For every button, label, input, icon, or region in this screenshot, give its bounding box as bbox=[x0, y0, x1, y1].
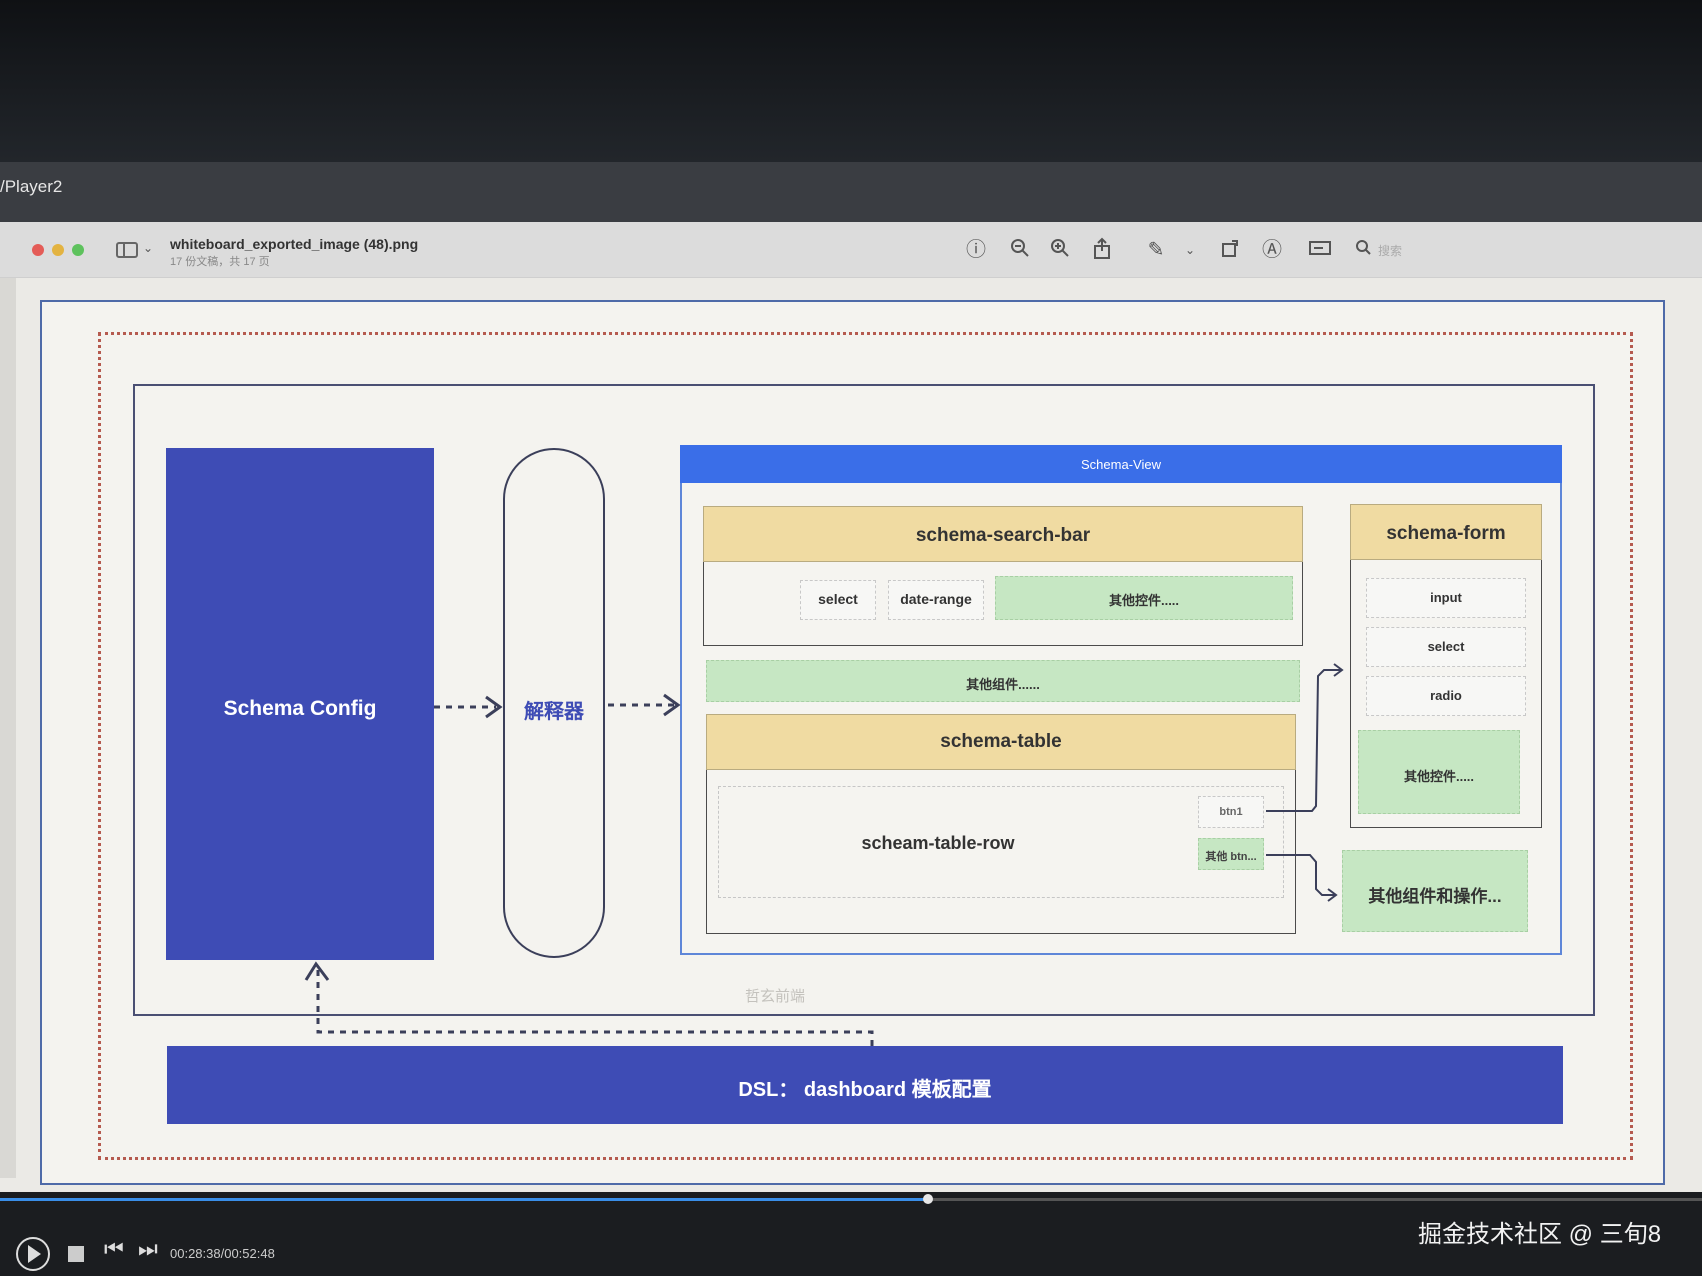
left-sidebar bbox=[0, 278, 16, 1178]
search-chip-select-label: select bbox=[818, 591, 858, 607]
search-bar-header bbox=[703, 506, 1303, 562]
chevron-down-icon[interactable]: ⌄ bbox=[143, 241, 154, 255]
player-window-title: /Player2 bbox=[0, 177, 63, 196]
other-components-label: 其他组件...... bbox=[966, 677, 1040, 692]
schema-view-header bbox=[680, 445, 1562, 483]
table-row-label: scheam-table-row bbox=[861, 833, 1015, 853]
file-subtitle: 17 份文稿，共 17 页 bbox=[170, 256, 270, 268]
player-controls-bar bbox=[0, 1192, 1702, 1276]
form-item-select-label: select bbox=[1427, 639, 1465, 654]
other-components-box bbox=[706, 660, 1300, 702]
progress-thumb[interactable] bbox=[923, 1194, 933, 1204]
stop-icon[interactable] bbox=[68, 1246, 84, 1262]
form-fill-icon[interactable] bbox=[1308, 238, 1332, 264]
maximize-window-button[interactable] bbox=[72, 244, 84, 256]
btn1-box bbox=[1198, 796, 1264, 828]
search-chip-other-label: 其他控件..... bbox=[1108, 593, 1180, 608]
search-chip-other bbox=[995, 576, 1293, 620]
file-name: whiteboard_exported_image (48).png bbox=[170, 236, 419, 252]
previous-icon[interactable]: ⏮ bbox=[104, 1236, 124, 1261]
schema-config-label: Schema Config bbox=[223, 697, 377, 720]
dsl-bar bbox=[167, 1046, 1563, 1124]
markup-pen-icon[interactable]: ✎ bbox=[1147, 239, 1165, 261]
screen-top-dark bbox=[0, 0, 1702, 162]
rotate-icon[interactable] bbox=[1218, 238, 1242, 264]
sidebar-toggle-icon[interactable] bbox=[116, 242, 138, 258]
search-chip-date-range bbox=[888, 580, 984, 620]
other-btn-label: 其他 btn... bbox=[1205, 851, 1257, 863]
dsl-label: DSL： dashboard 模板配置 bbox=[738, 1079, 992, 1101]
share-icon[interactable] bbox=[1090, 237, 1114, 266]
play-icon bbox=[28, 1245, 41, 1263]
schema-form-title: schema-form bbox=[1386, 523, 1506, 544]
form-item-other-label: 其他控件..... bbox=[1403, 769, 1475, 784]
player-titlebar bbox=[0, 162, 1702, 222]
btn1-label: btn1 bbox=[1219, 806, 1243, 818]
other-ops-box bbox=[1342, 850, 1528, 932]
minimize-window-button[interactable] bbox=[52, 244, 64, 256]
search-icon[interactable] bbox=[1352, 238, 1376, 264]
next-icon[interactable]: ⏭ bbox=[138, 1236, 158, 1261]
interpreter-pill bbox=[503, 448, 605, 958]
time-code: 00:28:38/00:52:48 bbox=[170, 1246, 275, 1261]
zoom-in-icon[interactable] bbox=[1048, 238, 1072, 264]
faint-caption: 哲玄前端 bbox=[744, 988, 805, 1005]
search-bar-title: schema-search-bar bbox=[915, 525, 1091, 546]
preview-toolbar bbox=[0, 222, 1702, 278]
search-chip-date-range-label: date-range bbox=[900, 591, 972, 607]
schema-form-header bbox=[1350, 504, 1542, 560]
form-item-radio-label: radio bbox=[1430, 688, 1462, 703]
search-input[interactable]: 搜索 bbox=[1378, 244, 1403, 258]
close-window-button[interactable] bbox=[32, 244, 44, 256]
form-item-select bbox=[1366, 627, 1526, 667]
interpreter-label: 解释器 bbox=[524, 701, 584, 723]
other-ops-label: 其他组件和操作... bbox=[1368, 887, 1502, 906]
info-icon[interactable]: ⓘ bbox=[966, 239, 986, 261]
watermark: 掘金技术社区 @ 三旬8 bbox=[1418, 1221, 1662, 1248]
table-row-box bbox=[718, 786, 1284, 898]
chevron-down-icon[interactable]: ⌄ bbox=[1184, 243, 1196, 257]
play-button[interactable] bbox=[16, 1237, 50, 1271]
form-item-radio bbox=[1366, 676, 1526, 716]
progress-fill bbox=[0, 1198, 928, 1201]
form-item-input-label: input bbox=[1430, 590, 1462, 605]
search-chip-select bbox=[800, 580, 876, 620]
form-item-input bbox=[1366, 578, 1526, 618]
annotate-icon[interactable]: Ⓐ bbox=[1262, 239, 1282, 261]
other-btn-box bbox=[1198, 838, 1264, 870]
schema-table-title: schema-table bbox=[940, 731, 1062, 752]
schema-table-header bbox=[706, 714, 1296, 770]
form-item-other bbox=[1358, 730, 1520, 814]
zoom-out-icon[interactable] bbox=[1008, 238, 1032, 264]
schema-config-box bbox=[166, 448, 434, 960]
schema-view-title: Schema-View bbox=[1081, 457, 1161, 472]
dotted-outer-frame bbox=[98, 332, 1633, 1160]
